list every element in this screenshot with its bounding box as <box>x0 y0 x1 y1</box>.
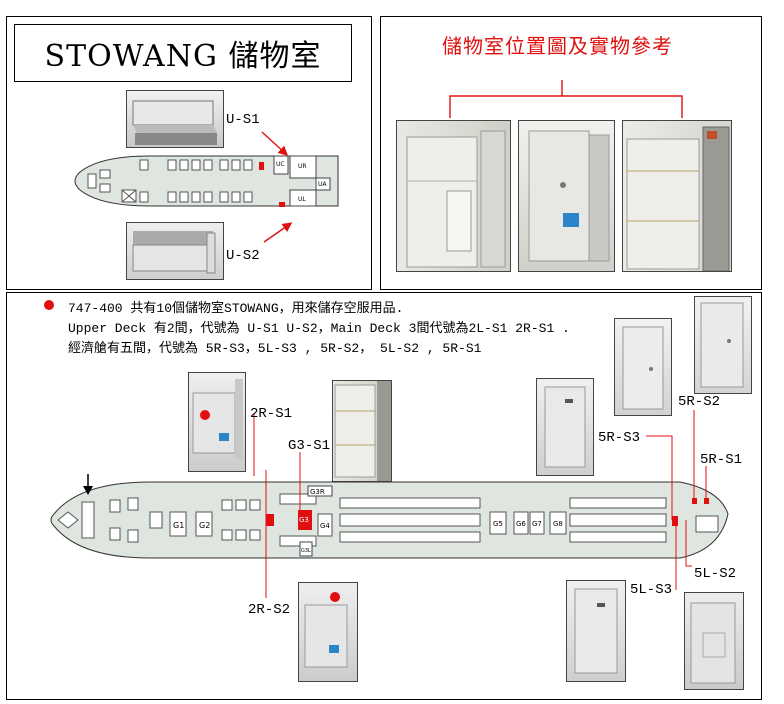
photo-2r-s1 <box>188 372 246 472</box>
photo-reference-3 <box>622 120 732 272</box>
label-5r-s3: 5R-S3 <box>598 430 641 446</box>
label-u-s1: U-S1 <box>226 112 260 128</box>
first-class-seats <box>109 497 163 543</box>
galley-g5-label: G5 <box>493 520 503 528</box>
stowage-marker-u-s1 <box>259 162 264 170</box>
label-2r-s1: 2R-S1 <box>250 406 293 422</box>
economy-fwd-seats <box>279 493 317 547</box>
seat-row-top <box>139 159 253 171</box>
label-5l-s2: 5L-S2 <box>694 566 737 582</box>
business-seats <box>221 499 261 541</box>
galley-g2-label: G2 <box>199 521 210 530</box>
galley-g7 <box>529 511 545 535</box>
cabinet-illustration <box>132 231 216 274</box>
zone-ua-label: UA <box>318 181 327 188</box>
photo-5r-s3 <box>536 378 594 476</box>
seat-row-bottom <box>139 191 253 203</box>
galley-g7-label: G7 <box>532 520 542 528</box>
upper-deck-diagram: UC UR UA UL <box>74 155 339 207</box>
arrow-to-u-s2 <box>263 222 293 243</box>
galley-g3l-label: G3L <box>301 548 311 554</box>
entry-arrow-icon <box>83 474 93 495</box>
photo-reference-1 <box>396 120 511 272</box>
galley-g6-label: G6 <box>516 520 526 528</box>
economy-mid-seats <box>339 497 481 543</box>
zone-ur <box>289 155 317 179</box>
label-5r-s1: 5R-S1 <box>700 452 743 468</box>
description-line-1: 747-400 共有10個儲物室STOWANG，用來儲存空服用品. <box>68 301 404 316</box>
photo-5l-s3 <box>566 580 626 682</box>
zone-ul <box>289 189 317 207</box>
page-title: STOWANG 儲物室 <box>14 24 352 82</box>
main-deck-diagram: G1 G2 G3R G3 G4 G3L G5 G6 G7 G8 <box>50 481 729 559</box>
galley-g4 <box>317 513 333 537</box>
forward-galley-block <box>81 501 95 539</box>
photo-reference-2 <box>518 120 615 272</box>
photo-5r-s2-b <box>694 296 752 394</box>
stowage-marker-5r-s1 <box>704 498 709 504</box>
stowage-marker-2r <box>266 514 274 526</box>
stowage-marker-5-s3 <box>672 516 678 526</box>
stowage-marker-u-s2 <box>279 202 285 207</box>
seat <box>99 183 111 193</box>
galley-g2 <box>195 511 213 537</box>
economy-aft-seats <box>569 497 667 543</box>
label-2r-s2: 2R-S2 <box>248 602 291 618</box>
bracket-connector <box>449 80 683 118</box>
photo-5l-s2 <box>684 592 744 690</box>
galley-g4-label: G4 <box>320 522 330 530</box>
galley-g3r-label: G3R <box>310 488 325 496</box>
reference-title: 儲物室位置圖及實物參考 <box>442 34 673 58</box>
photo-g3-s1 <box>332 380 392 482</box>
cockpit-seat <box>87 173 97 189</box>
zone-ua <box>315 177 331 191</box>
galley-g3r <box>307 485 333 497</box>
galley-g8 <box>549 511 567 535</box>
label-u-s2: U-S2 <box>226 248 260 264</box>
galley-g6 <box>513 511 529 535</box>
zone-uc-label: UC <box>276 161 285 168</box>
zone-uc <box>273 155 289 175</box>
arrow-to-u-s1 <box>261 131 289 156</box>
stowage-marker-5r-s2 <box>692 498 697 504</box>
nose-shape <box>57 511 79 529</box>
galley-g8-label: G8 <box>553 520 563 528</box>
photo-upper-stowage-1 <box>126 90 224 148</box>
photo-upper-stowage-2 <box>126 222 224 280</box>
galley-g3l <box>299 541 313 557</box>
label-5l-s3: 5L-S3 <box>630 582 673 598</box>
cabinet-illustration <box>132 100 217 145</box>
arrows-upper <box>261 131 293 243</box>
galley-g1-label: G1 <box>173 521 184 530</box>
photo-5r-s2-a <box>614 318 672 416</box>
bullet-icon <box>44 300 54 310</box>
galley-g5 <box>489 511 507 535</box>
aft-lavatory <box>695 515 719 533</box>
label-5r-s2: 5R-S2 <box>678 394 721 410</box>
galley-g3-label: G3 <box>299 516 309 524</box>
label-g3-s1: G3-S1 <box>288 438 331 454</box>
photo-2r-s2 <box>298 582 358 682</box>
galley-g1 <box>169 511 187 537</box>
description-line-3: 經濟艙有五間，代號為 5R-S3，5L-S3 , 5R-S2， 5L-S2 , … <box>68 341 482 356</box>
galley-g3 <box>298 510 312 530</box>
seat <box>99 169 111 179</box>
zone-ur-label: UR <box>298 163 307 170</box>
zone-ul-label: UL <box>298 196 306 203</box>
description-line-2: Upper Deck 有2間，代號為 U-S1 U-S2，Main Deck 3… <box>68 321 570 336</box>
